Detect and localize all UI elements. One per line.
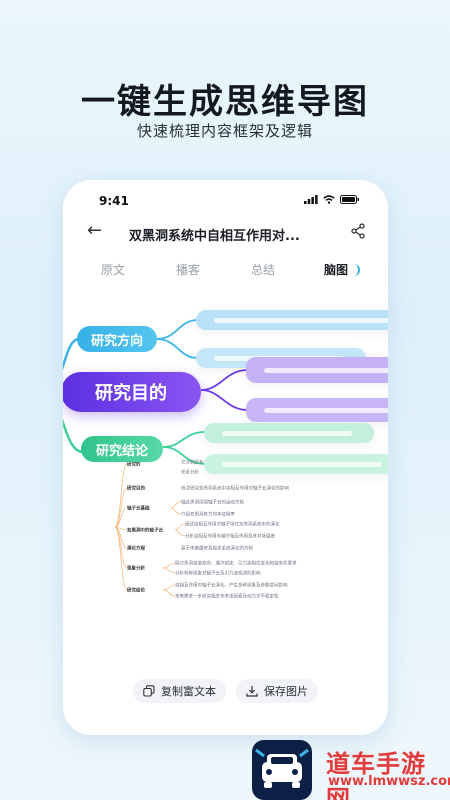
tab-summary[interactable]: 总结 [251,263,276,277]
document-title: 双黑洞系统中自相互作用对... [129,229,300,244]
hero-title: 一键生成思维导图 [81,82,369,122]
tree-label: 研究目的 [127,485,145,492]
ghost-bar-conclusion-1 [204,423,374,443]
branch-purpose-1 [200,369,249,391]
active-tab-indicator [352,264,360,276]
watermark-name: 道车手游网 [326,750,426,800]
tab-mindmap[interactable]: 脑图 [324,263,349,277]
ghost-bar-purpose-2 [246,398,388,422]
branch-direction-2 [155,338,199,359]
detail-tree [114,463,186,597]
watermark-logo [252,740,312,800]
save-image-label: 保存图片 [264,685,308,698]
branch-direction-1 [155,319,199,340]
node-research-direction[interactable]: 研究方向 [77,326,157,352]
tree-label: 研究结论 [127,587,145,594]
watermark: 道车手游网 www.lmwwsz.com [250,740,450,800]
tab-original[interactable]: 原文 [101,263,126,277]
status-bar: 9:41 [63,180,388,210]
branch-purpose-2 [200,389,249,411]
back-arrow-icon[interactable]: ← [87,220,103,241]
branch-direction [63,337,80,371]
tree-leaf: 探讨黑洞自旋寿命、潮汐锁定、引力波相位变化和谐条件要求 [175,560,297,567]
tree-leaf: 首次研究双黑洞系统中自相互作用对轴子云演化的影响 [181,485,289,492]
tree-leaf: 轴这黑洞周围轴子云的运动方程 [181,499,244,506]
tree-leaf: 自相互作用对轴子云演化、产生多种现象及参数空间影响 [175,582,288,589]
node-research-purpose[interactable]: 研究目的 [63,372,201,412]
tab-podcast[interactable]: 播客 [176,263,201,277]
nav-bar: ← 双黑洞系统中自相互作用对... [63,218,388,248]
save-image-button[interactable]: 保存图片 [236,679,318,703]
copy-icon [143,685,155,697]
branch-conclusion-1 [162,431,206,448]
tree-leaf: 分析自相互作用与潮汐相互作用及其对场强度 [185,533,275,540]
status-time: 9:41 [99,194,129,208]
tree-leaf: 未来需进一步研究相关未考虑因素及动力学不稳定性 [175,593,279,600]
ghost-bar-conclusion-2 [204,454,388,474]
branch-conclusion-2 [162,446,206,465]
ghost-bar-direction-1 [196,310,388,330]
bottom-actions: 复制富文本 保存图片 [63,679,388,703]
wifi-icon [323,195,335,204]
signal-icon [304,195,318,204]
tree-leaf: 分析各种现象对轴子云及引力波观测的影响 [175,570,261,577]
branch-conclusion [63,418,84,454]
tree-label: 演化方程 [127,545,145,552]
watermark-url: www.lmwwsz.com [328,774,450,789]
ghost-bar-purpose-1 [246,357,388,383]
status-icons [304,195,360,204]
tree-leaf: 关系分析 [181,469,199,476]
hero-subtitle: 快速梳理内容框架及逻辑 [136,122,313,140]
copy-rich-text-button[interactable]: 复制富文本 [133,679,226,703]
tree-leaf: 它分别是有一…… [181,459,217,466]
tree-label: 现象分析 [127,565,145,572]
tree-leaf: 阐述自相互作用对轴子场在双黑洞系统中的演化 [185,521,280,528]
mindmap-tree: 研究的它分别是有一……关系分析研究目的首次研究双黑洞系统中自相互作用对轴子云演化… [63,319,297,600]
tree-label: 研究的 [127,461,141,468]
share-icon[interactable] [350,223,366,239]
tree-label: 双黑洞中的轴子云 [127,527,163,534]
node-research-conclusion[interactable]: 研究结论 [81,436,163,462]
battery-icon [340,195,359,204]
download-icon [246,686,258,697]
copy-rich-text-label: 复制富文本 [161,685,216,698]
mindmap-canvas: 研究的它分别是有一……关系分析研究目的首次研究双黑洞系统中自相互作用对轴子云演化… [63,292,388,672]
tree-leaf: 基于未确量修及描述系统演化的方程 [181,545,253,552]
tree-leaf: 介绍双黑洞各方向本征频率 [181,511,235,518]
tab-bar: 原文 播客 总结 脑图 [63,256,388,282]
tree-label: 轴子云基础 [127,505,150,512]
phone-frame: 9:41 ← 双黑洞系统中自相互作用对... [63,180,388,735]
